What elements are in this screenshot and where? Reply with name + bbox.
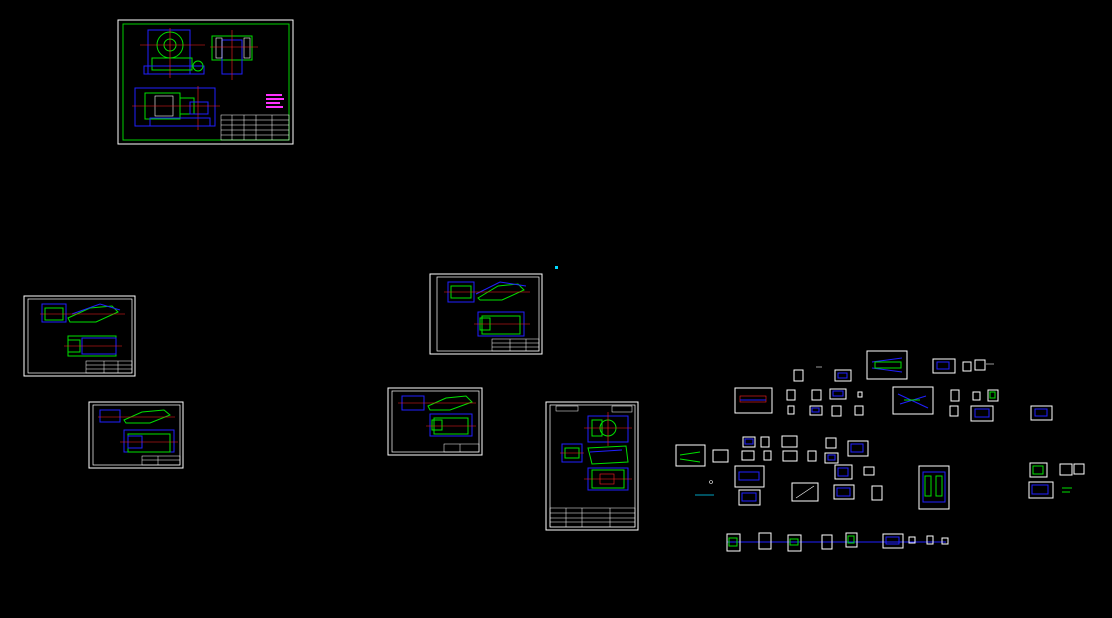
sheet-5-title-block: [443, 443, 480, 453]
sheet-1-front-view: [140, 28, 205, 78]
sheet-3-title-block: [141, 455, 181, 466]
sheet-3-plan: [120, 429, 178, 453]
part-sheet-d[interactable]: [734, 387, 773, 414]
sheet-6-top-view: [584, 412, 632, 446]
part-sheet-e[interactable]: [892, 386, 934, 415]
part-sheet-bottom-row[interactable]: [726, 532, 949, 552]
drawing-sheet-5[interactable]: [387, 387, 483, 456]
sheet-1-title-block: [220, 114, 290, 141]
part-sheet-b[interactable]: [932, 358, 956, 374]
sheet-2-title-block: [85, 360, 133, 374]
sheet-5-plan: [426, 413, 476, 437]
sheet-4-title-block: [491, 338, 540, 352]
drawing-sheet-2[interactable]: [23, 295, 136, 377]
part-sheet-small-row-2[interactable]: [786, 388, 999, 402]
drawing-sheet-6[interactable]: [545, 401, 639, 531]
sheet-5-elevation: [398, 395, 476, 411]
part-sheet-large-a[interactable]: [866, 350, 908, 380]
sheet-1-top-view: [132, 86, 220, 130]
sheet-6-plan: [584, 467, 632, 491]
sheet-1-side-view: [210, 30, 258, 80]
drawing-sheet-1[interactable]: [117, 19, 294, 145]
drawing-sheet-4[interactable]: [429, 273, 543, 355]
sheet-2-plan: [64, 335, 122, 357]
sheet-3-elevation: [98, 409, 175, 424]
part-sheet-row-6[interactable]: [695, 480, 883, 506]
sheet-6-side-view: [560, 443, 629, 465]
ucs-marker-icon: [555, 266, 558, 269]
sheet-4-elevation: [444, 281, 530, 303]
part-sheet-row-4[interactable]: [675, 435, 869, 467]
part-drawings-cluster[interactable]: [675, 350, 1085, 552]
part-sheet-c[interactable]: [793, 359, 994, 382]
drawing-sheet-3[interactable]: [88, 401, 184, 469]
sheet-4-plan: [474, 311, 530, 337]
part-sheet-small-row-3[interactable]: [787, 405, 1053, 422]
sheet-6-title-block: [549, 405, 636, 528]
sheet-1-notes-block: [266, 94, 284, 108]
sheet-2-elevation: [40, 303, 125, 323]
part-sheet-row-5[interactable]: [734, 462, 1085, 510]
